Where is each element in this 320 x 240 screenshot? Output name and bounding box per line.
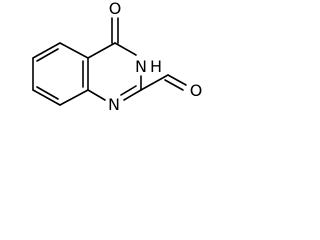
aldehyde-group [140, 74, 187, 91]
bond-n1-c4a [87, 89, 106, 101]
atom-label-oxygen-aldehyde: O [190, 81, 203, 100]
benzene-ring [32, 42, 89, 106]
bond-c2-n1 [123, 89, 142, 101]
pyrimidinone-ring [87, 42, 142, 101]
bond-c2-n1-inner [120, 85, 137, 96]
atom-label-oxygen-carbonyl: O [109, 0, 122, 18]
bond-cho-o-b [164, 79, 184, 91]
bond-benzene-1-inner [36, 48, 59, 62]
bond-c2-cho [140, 74, 169, 91]
bond-benzene-3 [32, 89, 61, 106]
atom-label-nitrogen-n1: N [108, 95, 120, 114]
atom-label-nitrogen-nh: N [135, 57, 147, 76]
molecule-structure: O N H N O [32, 0, 203, 114]
bond-benzene-1 [32, 42, 61, 59]
bond-benzene-4 [59, 89, 89, 106]
bond-c4-n3 [114, 42, 137, 56]
bond-cho-o-a [167, 74, 187, 86]
atom-label-hydrogen-nh: H [150, 57, 162, 76]
bond-benzene-3-inner [36, 86, 59, 100]
bond-benzene-6 [59, 42, 89, 59]
bond-c8a-c4 [87, 42, 116, 59]
carbonyl-group [111, 17, 119, 44]
